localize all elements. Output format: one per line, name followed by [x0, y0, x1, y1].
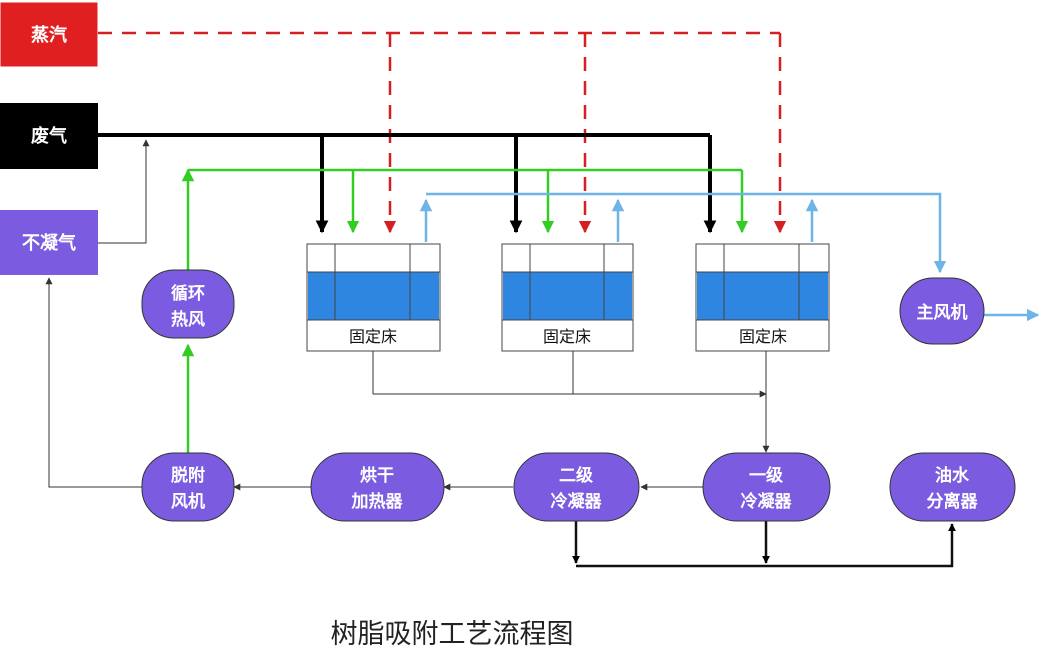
- noncondensable-return-line: [98, 139, 150, 244]
- noncondensable-gas-box: 不凝气: [0, 210, 98, 275]
- waste-gas-source-box: 废气: [0, 103, 98, 169]
- desorption-fan-line1: 脱附: [171, 465, 205, 486]
- desorbed-gas-collection-line: [372, 351, 770, 453]
- fixed-bed-3: 固定床: [695, 243, 830, 352]
- secondary-condenser: 二级 冷凝器: [513, 452, 640, 522]
- oil-water-separator-line2: 分离器: [927, 491, 979, 512]
- drying-heater: 烘干 加热器: [310, 452, 445, 522]
- noncondensable-gas-label: 不凝气: [22, 232, 76, 254]
- oil-water-separator: 油水 分离器: [889, 452, 1016, 522]
- fixed-bed-label: 固定床: [739, 327, 787, 346]
- circulating-hot-air-line1: 循环: [171, 283, 205, 304]
- oil-water-separator-line1: 油水: [935, 465, 970, 486]
- primary-condenser-line1: 一级: [749, 465, 783, 486]
- steam-label: 蒸汽: [31, 24, 67, 46]
- primary-condenser-line2: 冷凝器: [741, 491, 793, 512]
- fixed-bed-1: 固定床: [306, 243, 441, 352]
- fixed-bed-label: 固定床: [349, 327, 397, 346]
- exhaust-line: [419, 192, 1040, 322]
- waste-gas-line: [98, 133, 717, 234]
- steam-source-box: 蒸汽: [0, 1, 99, 68]
- main-fan: 主风机: [899, 277, 985, 345]
- circulating-hot-air-line2: 热风: [171, 309, 205, 330]
- steam-line: [98, 31, 787, 234]
- secondary-condenser-line1: 二级: [559, 465, 593, 486]
- desorption-fan: 脱附 风机: [141, 452, 235, 522]
- waste-gas-label: 废气: [31, 125, 67, 147]
- main-fan-label: 主风机: [917, 302, 968, 323]
- drying-heater-line1: 烘干: [360, 465, 394, 486]
- secondary-condenser-line2: 冷凝器: [551, 491, 603, 512]
- fixed-bed-2: 固定床: [501, 243, 634, 352]
- fixed-bed-label: 固定床: [543, 327, 591, 346]
- diagram-title: 树脂吸附工艺流程图: [331, 619, 574, 650]
- drying-heater-line2: 加热器: [351, 491, 404, 512]
- desorption-fan-line2: 风机: [171, 491, 205, 512]
- condensate-process-line: [45, 277, 703, 491]
- circulating-hot-air-unit: 循环 热风: [141, 269, 235, 339]
- hot-air-line: [181, 168, 749, 455]
- condensate-drain-line: [571, 520, 957, 568]
- primary-condenser: 一级 冷凝器: [702, 452, 831, 522]
